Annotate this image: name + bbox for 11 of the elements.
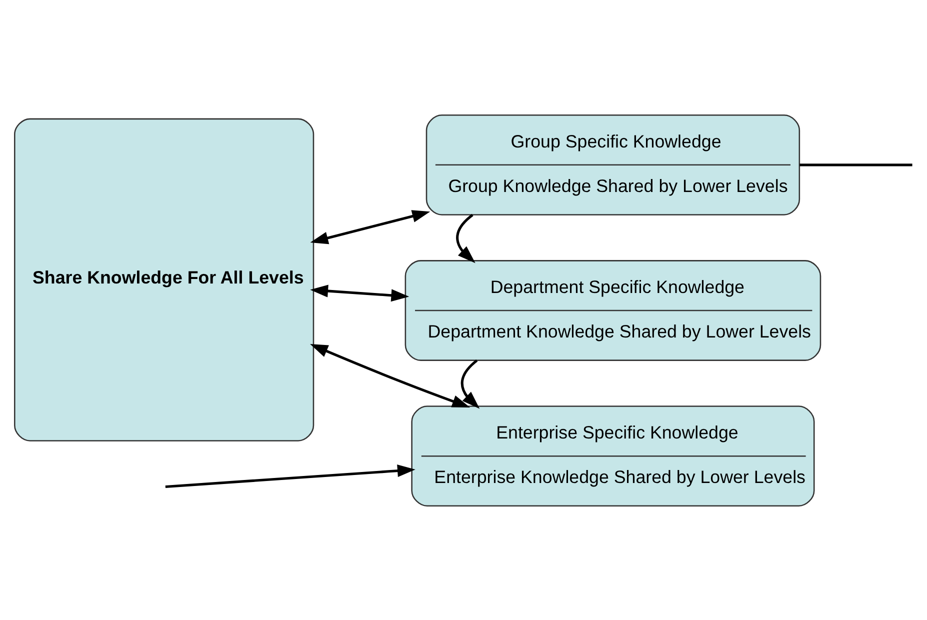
- connector: [799, 163, 912, 166]
- arrow: [310, 284, 409, 302]
- arrow: [310, 210, 430, 244]
- node-box: Group Specific Knowledge Group Knowledge Shared by Lower Levels: [425, 114, 800, 215]
- node-box: Share Knowledge For All Levels: [14, 118, 314, 441]
- node-box: Enterprise Specific Knowledge Enterprise Knowledge Shared by Lower Levels: [410, 405, 814, 506]
- arrow: [164, 464, 415, 488]
- arrow: [460, 359, 480, 408]
- node-box: Department Specific Knowledge Department Knowledge Shared by Lower Levels: [404, 260, 821, 360]
- arrow: [456, 213, 475, 263]
- arrow: [310, 344, 470, 408]
